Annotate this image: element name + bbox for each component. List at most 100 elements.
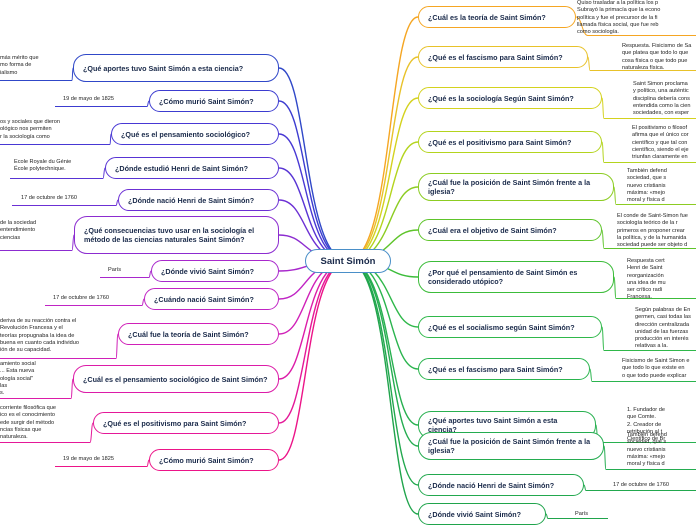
answer-underline <box>604 118 696 119</box>
connector-line <box>347 260 419 515</box>
left-question-node[interactable]: ¿Cómo murió Saint Simón? <box>149 449 279 471</box>
right-question-node[interactable]: ¿Qué es el fascismo para Saint Simón? <box>418 46 588 68</box>
left-answer-text: deriva de su reacción contra el Revoluci… <box>0 318 79 354</box>
leaf-connector-line <box>589 368 593 382</box>
connector-line <box>347 141 419 262</box>
right-answer-text: Saint Simon proclama y político, una aut… <box>633 81 691 117</box>
right-question-node[interactable]: ¿Qué es la sociología Según Saint Simón? <box>418 87 602 109</box>
left-answer-text: París <box>108 267 122 273</box>
left-question-node[interactable]: ¿Dónde vivió Saint Simón? <box>151 260 279 282</box>
right-question-node[interactable]: ¿Qué es el socialismo según Saint Simón? <box>418 316 602 338</box>
leaf-connector-line <box>71 234 75 251</box>
answer-underline <box>598 442 696 443</box>
question-label: ¿Qué es el pensamiento sociológico? <box>121 129 251 139</box>
left-answer-text: 19 de mayo de 1825 <box>63 456 115 462</box>
question-label: ¿Dónde estudió Henri de Saint Simón? <box>115 163 248 173</box>
question-label: ¿Cuál es el pensamiento sociológico de S… <box>83 374 268 384</box>
question-label: ¿Qué es el fascismo para Saint Simón? <box>428 364 563 374</box>
answer-underline <box>616 298 696 299</box>
right-answer-text: París <box>575 511 589 517</box>
leaf-connector-line <box>587 56 591 71</box>
left-question-node[interactable]: ¿Cómo murió Saint Simón? <box>149 90 279 112</box>
left-question-node[interactable]: ¿Cuál fue la teoría de Saint Simón? <box>118 323 279 345</box>
question-label: ¿Cómo murió Saint Simón? <box>159 96 254 106</box>
right-question-node[interactable]: ¿Qué es el fascismo para Saint Simón? <box>418 358 590 380</box>
answer-underline <box>586 490 696 491</box>
answer-underline <box>0 144 110 145</box>
question-label: ¿Qué es el positivismo para Saint Simón? <box>428 137 572 147</box>
answer-underline <box>592 381 696 382</box>
right-question-node[interactable]: ¿Dónde nació Henri de Saint Simón? <box>418 474 584 496</box>
left-question-node[interactable]: ¿Qué aportes tuvo Saint Simón a esta cie… <box>73 54 279 82</box>
leaf-connector-line <box>601 229 605 249</box>
question-label: ¿Cuál fue la posición de Saint Simón fre… <box>428 178 591 196</box>
left-answer-text: École Royale du Génie École polytechniqu… <box>14 159 72 173</box>
question-label: ¿Qué es el socialismo según Saint Simón? <box>428 322 575 332</box>
question-label: ¿Por qué el pensamiento de Saint Simón e… <box>428 268 578 286</box>
left-answer-text: 19 de mayo de 1825 <box>63 96 115 102</box>
answer-underline <box>606 469 696 470</box>
question-label: ¿Cuál es la teoría de Saint Simón? <box>428 12 546 22</box>
right-question-node[interactable]: ¿Cuál es la teoría de Saint Simón? <box>418 6 576 28</box>
left-answer-text: amiento social ... Esta nueva ología soc… <box>0 361 36 397</box>
right-answer-text: También defend sociedad, que s nuevo cri… <box>627 168 667 204</box>
connector-line <box>347 16 419 262</box>
right-question-node[interactable]: ¿Cuál fue la posición de Saint Simón fre… <box>418 432 604 460</box>
answer-underline <box>0 398 71 399</box>
left-answer-text: de la sociedad entendimiento ciencias <box>0 220 37 241</box>
answer-underline <box>0 80 72 81</box>
answer-underline <box>55 466 147 467</box>
answer-underline <box>604 248 696 249</box>
right-answer-text: 17 de octubre de 1760 <box>613 482 669 488</box>
question-label: ¿Cuál era el objetivo de Saint Simón? <box>428 225 557 235</box>
answer-underline <box>100 277 149 278</box>
connector-line <box>278 260 349 461</box>
question-label: ¿Qué es la sociología Según Saint Simón? <box>428 93 574 103</box>
leaf-connector-line <box>601 326 605 351</box>
question-label: ¿Qué es el positivismo para Saint Simón? <box>103 418 247 428</box>
left-answer-text: 17 de octubre de 1760 <box>21 195 77 201</box>
right-question-node[interactable]: ¿Cuál era el objetivo de Saint Simón? <box>418 219 602 241</box>
answer-underline <box>55 106 147 107</box>
answer-underline <box>0 442 90 443</box>
right-question-node[interactable]: ¿Dónde vivió Saint Simón? <box>418 503 546 525</box>
connector-line <box>347 260 419 486</box>
central-topic[interactable]: Saint Simón <box>305 249 391 273</box>
left-answer-text: 17 de octubre de 1760 <box>53 295 109 301</box>
left-question-node[interactable]: ¿Qué es el pensamiento sociológico? <box>111 123 279 145</box>
right-answer-text: El conde de Saint-Simon fue sociología t… <box>617 213 688 247</box>
leaf-connector-line <box>601 141 605 163</box>
left-answer-text: más mérito que mo forma de ialismo <box>0 55 39 76</box>
question-label: ¿Dónde vivió Saint Simón? <box>161 266 255 276</box>
left-question-node[interactable]: ¿Dónde nació Henri de Saint Simón? <box>118 189 279 211</box>
connector-line <box>278 67 349 262</box>
question-label: ¿Qué es el fascismo para Saint Simón? <box>428 52 563 62</box>
leaf-connector-line <box>601 97 605 119</box>
right-answer-text: 1. Fundador de que Comte. 2. Creador de … <box>627 407 666 441</box>
left-question-node[interactable]: ¿Cuándo nació Saint Simón? <box>144 288 279 310</box>
right-question-node[interactable]: ¿Cuál fue la posición de Saint Simón fre… <box>418 173 614 201</box>
left-question-node[interactable]: ¿Qué consecuencias tuvo usar en la socio… <box>74 216 279 254</box>
right-answer-text: También defend sociedad, que s nuevo cri… <box>627 432 667 468</box>
leaf-connector-line <box>71 67 74 81</box>
answer-underline <box>45 305 142 306</box>
connector-line <box>347 260 419 426</box>
right-question-node[interactable]: ¿Por qué el pensamiento de Saint Simón e… <box>418 261 614 293</box>
answer-underline <box>0 250 72 251</box>
question-label: ¿Qué aportes tuvo Saint Simón a esta cie… <box>83 63 244 73</box>
left-question-node[interactable]: ¿Cuál es el pensamiento sociológico de S… <box>73 365 279 393</box>
answer-underline <box>604 162 696 163</box>
right-question-node[interactable]: ¿Qué es el positivismo para Saint Simón? <box>418 131 602 153</box>
left-question-node[interactable]: ¿Qué es el positivismo para Saint Simón? <box>93 412 279 434</box>
question-label: ¿Dónde nació Henri de Saint Simón? <box>128 195 255 205</box>
leaf-connector-line <box>141 298 145 306</box>
left-question-node[interactable]: ¿Dónde estudió Henri de Saint Simón? <box>105 157 279 179</box>
leaf-connector-line <box>575 16 589 36</box>
right-answer-text: Según palabras de En germen, casi todas … <box>635 307 691 349</box>
left-answer-text: os y sociales que dieron ológico nos per… <box>0 119 61 140</box>
right-answer-text: Respuesta. Fisicismo de Sa que platea qu… <box>622 43 692 69</box>
question-label: ¿Cómo murió Saint Simón? <box>159 455 254 465</box>
answer-underline <box>590 70 696 71</box>
question-label: ¿Dónde vivió Saint Simón? <box>428 509 522 519</box>
question-label: ¿Dónde nació Henri de Saint Simón? <box>428 480 555 490</box>
